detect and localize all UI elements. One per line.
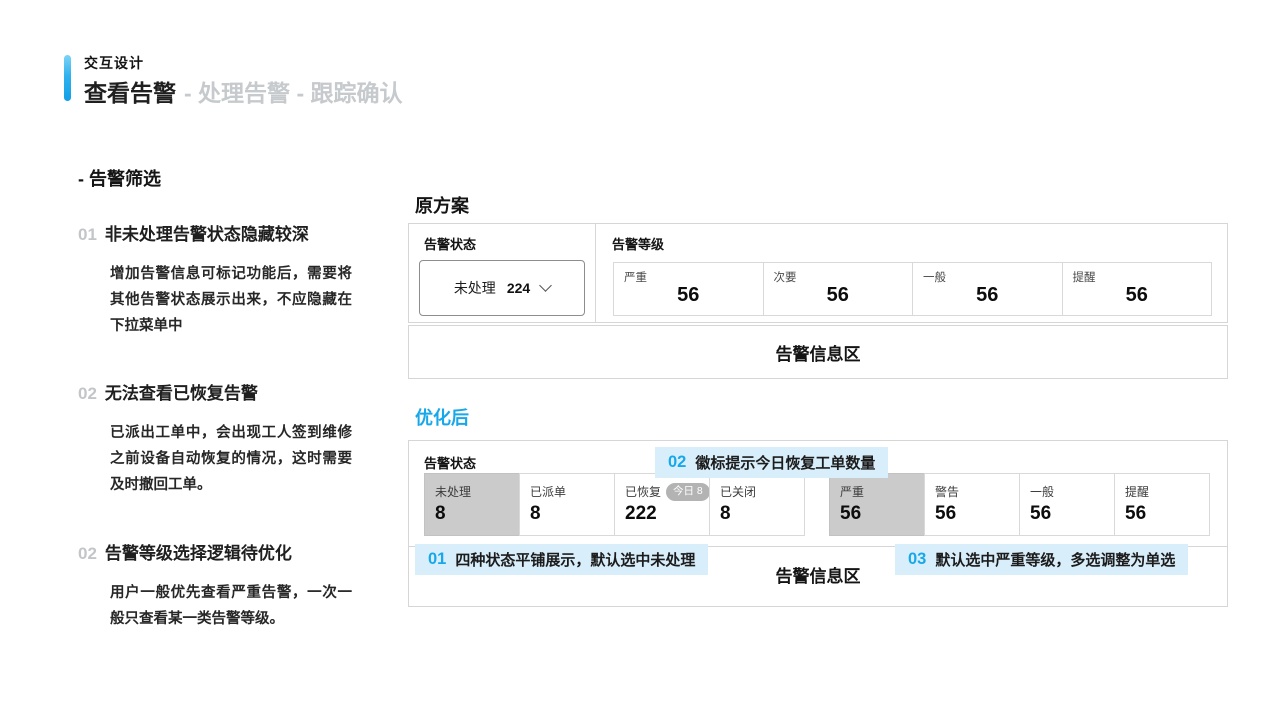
- level-card-general[interactable]: 一般 56: [1019, 473, 1115, 536]
- level-card-value: 56: [677, 284, 700, 306]
- original-scheme-panel: 告警状态 未处理 224 告警等级 严重 56 次要 56 一般: [408, 223, 1228, 323]
- panel-divider: [409, 546, 1227, 547]
- level-card-label: 严重: [840, 485, 865, 499]
- level-card-value: 56: [976, 284, 999, 306]
- level-card-label: 一般: [923, 272, 946, 284]
- page-title-current: 查看告警: [84, 80, 176, 106]
- level-card-value: 56: [826, 284, 849, 306]
- page-title: 查看告警 - 处理告警 - 跟踪确认: [84, 74, 403, 108]
- level-card-label: 提醒: [1125, 485, 1150, 499]
- section-eyebrow: 交互设计: [84, 55, 144, 71]
- optimized-scheme-title: 优化后: [415, 408, 469, 428]
- level-card-label: 提醒: [1072, 272, 1096, 284]
- status-card-value: 222: [625, 503, 657, 524]
- callout-level-default: 03 默认选中严重等级，多选调整为单选: [895, 544, 1189, 575]
- callout-number: 02: [668, 453, 687, 471]
- level-card-critical[interactable]: 严重 56: [829, 473, 925, 536]
- status-card-pending[interactable]: 未处理 8: [424, 473, 520, 536]
- original-level-cards: 严重 56 次要 56 一般 56 提醒 56: [613, 262, 1212, 316]
- original-status-section: 告警状态 未处理 224: [409, 224, 596, 322]
- chevron-down-icon: [539, 279, 553, 292]
- status-dropdown-count: 224: [506, 280, 531, 296]
- original-level-section: 告警等级 严重 56 次要 56 一般 56 提醒 56: [597, 224, 1227, 322]
- level-card-reminder[interactable]: 提醒 56: [1061, 262, 1212, 316]
- issue-1-heading: 01 非未处理告警状态隐藏较深: [78, 220, 309, 245]
- level-card-value: 56: [1030, 503, 1052, 524]
- level-card-value: 56: [1125, 503, 1147, 524]
- original-level-label: 告警等级: [612, 237, 665, 252]
- original-scheme-title: 原方案: [415, 196, 469, 216]
- optimized-alarm-info-area: 告警信息区: [775, 567, 861, 586]
- status-card-label: 未处理: [435, 485, 472, 499]
- status-dropdown[interactable]: 未处理 224: [419, 260, 585, 316]
- issue-3-number: 02: [78, 544, 97, 563]
- callout-number: 01: [428, 550, 447, 568]
- issue-1-number: 01: [78, 225, 97, 244]
- filter-section-heading: - 告警筛选: [78, 169, 161, 189]
- issue-3-heading: 02 告警等级选择逻辑待优化: [78, 539, 292, 564]
- original-status-label: 告警状态: [424, 237, 477, 252]
- level-card-value: 56: [1125, 284, 1148, 306]
- level-card-minor[interactable]: 次要 56: [762, 262, 913, 316]
- status-card-label: 已关闭: [720, 485, 757, 499]
- accent-bar: [64, 55, 71, 101]
- status-card-dispatched[interactable]: 已派单 8: [519, 473, 615, 536]
- issue-2-body: 已派出工单中，会出现工人签到维修之前设备自动恢复的情况，这时需要及时撤回工单。: [110, 425, 352, 493]
- status-card-value: 8: [435, 503, 446, 524]
- status-card-closed[interactable]: 已关闭 8: [709, 473, 805, 536]
- level-card-reminder[interactable]: 提醒 56: [1114, 473, 1210, 536]
- callout-status-tiles: 01 四种状态平铺展示，默认选中未处理: [415, 544, 709, 575]
- status-card-label: 已派单: [530, 485, 567, 499]
- level-card-value: 56: [840, 503, 862, 524]
- level-card-label: 一般: [1030, 485, 1055, 499]
- level-card-value: 56: [935, 503, 957, 524]
- original-alarm-info-area: 告警信息区: [408, 325, 1228, 379]
- optimized-status-label: 告警状态: [424, 456, 477, 471]
- status-card-recovered[interactable]: 已恢复 今日 8 222: [614, 473, 710, 536]
- optimized-level-cards: 严重 56 警告 56 一般 56 提醒 56: [829, 473, 1210, 536]
- callout-number: 03: [908, 550, 927, 568]
- status-card-label: 已恢复 今日 8: [625, 483, 710, 501]
- level-card-general[interactable]: 一般 56: [912, 262, 1063, 316]
- callout-text: 默认选中严重等级，多选调整为单选: [935, 552, 1176, 569]
- issue-1-title: 非未处理告警状态隐藏较深: [104, 225, 309, 244]
- status-card-value: 8: [720, 503, 731, 524]
- callout-badge-hint: 02 徽标提示今日恢复工单数量: [655, 447, 889, 478]
- callout-text: 四种状态平铺展示，默认选中未处理: [455, 552, 696, 569]
- issue-2-number: 02: [78, 384, 97, 403]
- level-card-warning[interactable]: 警告 56: [924, 473, 1020, 536]
- issue-3-body: 用户一般优先查看严重告警，一次一般只查看某一类告警等级。: [110, 585, 352, 627]
- optimized-status-cards: 未处理 8 已派单 8 已恢复 今日 8 222 已关闭 8: [424, 473, 805, 536]
- level-card-label: 警告: [935, 485, 960, 499]
- today-count-badge: 今日 8: [666, 483, 710, 501]
- status-card-label-text: 已恢复: [625, 485, 662, 500]
- status-dropdown-value: 未处理: [453, 280, 496, 296]
- level-card-critical[interactable]: 严重 56: [613, 262, 764, 316]
- status-card-value: 8: [530, 503, 541, 524]
- issue-2-heading: 02 无法查看已恢复告警: [78, 379, 258, 404]
- issue-1-body: 增加告警信息可标记功能后，需要将其他告警状态展示出来，不应隐藏在下拉菜单中: [110, 266, 352, 334]
- issue-3-title: 告警等级选择逻辑待优化: [104, 544, 292, 563]
- level-card-label: 次要: [773, 272, 797, 284]
- page-title-rest: - 处理告警 - 跟踪确认: [184, 80, 403, 106]
- level-card-label: 严重: [624, 272, 647, 284]
- callout-text: 徽标提示今日恢复工单数量: [695, 455, 876, 472]
- issue-2-title: 无法查看已恢复告警: [104, 384, 258, 403]
